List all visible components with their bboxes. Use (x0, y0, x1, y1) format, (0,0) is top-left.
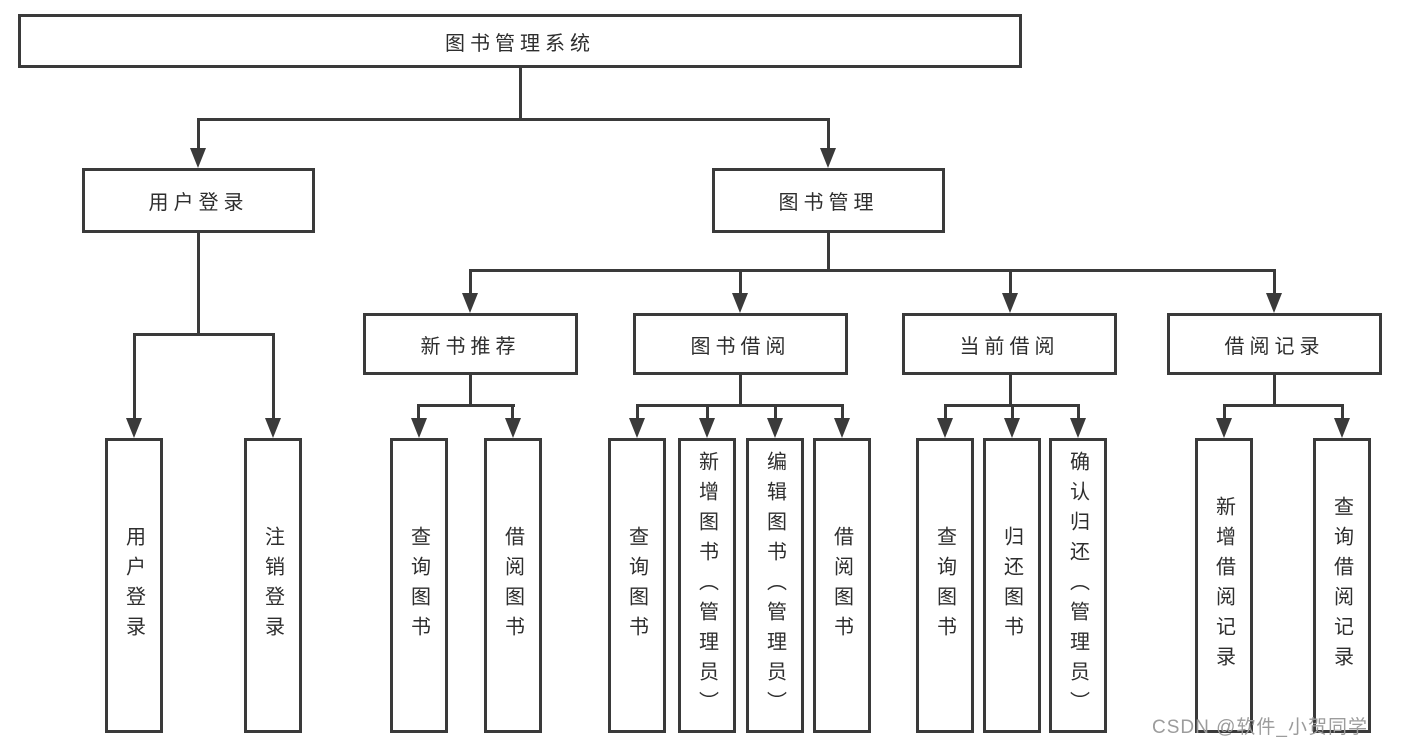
connector-line (469, 269, 1276, 272)
node-current-borrowing: 当前借阅 (902, 313, 1117, 375)
connector-line (739, 375, 742, 407)
arrowhead-down-icon (629, 418, 645, 438)
connector-line (1009, 375, 1012, 407)
arrowhead-down-icon (411, 418, 427, 438)
connector-line (706, 404, 709, 422)
node-user-login: 用户登录 (82, 168, 315, 233)
leaf-user-login: 用户登录 (105, 438, 163, 733)
connector-line (272, 333, 275, 420)
connector-line (133, 333, 136, 420)
node-book-borrowing: 图书借阅 (633, 313, 848, 375)
leaf-query-books: 查询图书 (608, 438, 666, 733)
connector-line (197, 233, 200, 335)
connector-line (1011, 404, 1014, 422)
connector-line (1223, 404, 1226, 422)
arrowhead-down-icon (265, 418, 281, 438)
leaf-add-borrow-record: 新增借阅记录 (1195, 438, 1253, 733)
connector-line (774, 404, 777, 422)
connector-line (1077, 404, 1080, 422)
connector-line (1273, 375, 1276, 407)
leaf-borrow-books: 借阅图书 (484, 438, 542, 733)
leaf-query-books: 查询图书 (390, 438, 448, 733)
arrowhead-down-icon (1216, 418, 1232, 438)
leaf-return-books: 归还图书 (983, 438, 1041, 733)
node-book-management: 图书管理 (712, 168, 945, 233)
leaf-logout: 注销登录 (244, 438, 302, 733)
arrowhead-down-icon (699, 418, 715, 438)
arrowhead-down-icon (767, 418, 783, 438)
arrowhead-down-icon (937, 418, 953, 438)
arrowhead-down-icon (820, 148, 836, 168)
leaf-query-books: 查询图书 (916, 438, 974, 733)
connector-line (417, 404, 420, 422)
csdn-watermark: CSDN @软件_小贺同学 (1152, 717, 1368, 738)
node-root-library-management-system: 图书管理系统 (18, 14, 1022, 68)
connector-line (827, 118, 830, 150)
arrowhead-down-icon (505, 418, 521, 438)
connector-line (636, 404, 639, 422)
connector-line (197, 118, 200, 150)
connector-line (417, 404, 515, 407)
arrowhead-down-icon (462, 293, 478, 313)
leaf-confirm-return-admin: 确认归还（管理员） (1049, 438, 1107, 733)
connector-line (469, 269, 472, 295)
leaf-add-books-admin: 新增图书（管理员） (678, 438, 736, 733)
connector-line (469, 375, 472, 407)
connector-line (197, 118, 830, 121)
connector-line (739, 269, 742, 295)
connector-line (944, 404, 947, 422)
arrowhead-down-icon (732, 293, 748, 313)
arrowhead-down-icon (1070, 418, 1086, 438)
connector-line (511, 404, 514, 422)
arrowhead-down-icon (1004, 418, 1020, 438)
connector-line (636, 404, 844, 407)
connector-line (1009, 269, 1012, 295)
leaf-borrow-books: 借阅图书 (813, 438, 871, 733)
node-new-book-recommendation: 新书推荐 (363, 313, 578, 375)
node-borrowing-records: 借阅记录 (1167, 313, 1382, 375)
arrowhead-down-icon (1266, 293, 1282, 313)
connector-line (841, 404, 844, 422)
arrowhead-down-icon (190, 148, 206, 168)
connector-line (519, 68, 522, 120)
connector-line (1341, 404, 1344, 422)
arrowhead-down-icon (834, 418, 850, 438)
connector-line (1273, 269, 1276, 295)
connector-line (133, 333, 275, 336)
connector-line (827, 233, 830, 272)
arrowhead-down-icon (1002, 293, 1018, 313)
leaf-edit-books-admin: 编辑图书（管理员） (746, 438, 804, 733)
arrowhead-down-icon (126, 418, 142, 438)
leaf-query-borrow-record: 查询借阅记录 (1313, 438, 1371, 733)
arrowhead-down-icon (1334, 418, 1350, 438)
connector-line (1223, 404, 1344, 407)
